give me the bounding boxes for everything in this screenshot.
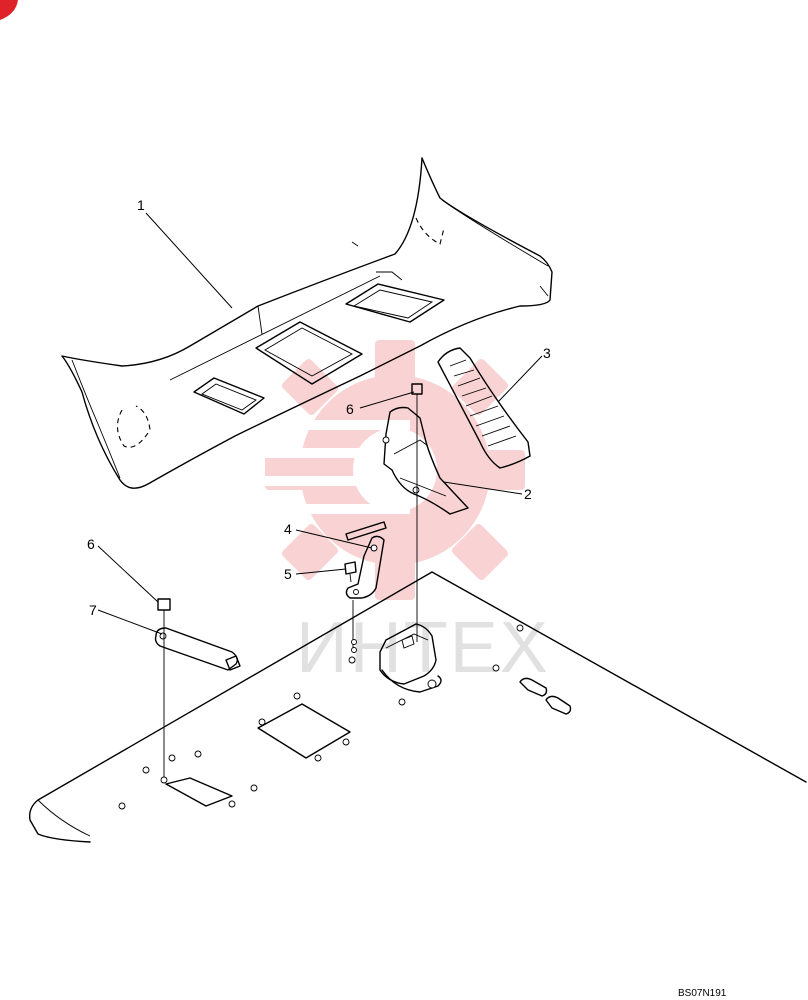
callout-leaders <box>97 212 543 635</box>
drawing-code: BS07N191 <box>678 988 727 999</box>
floor-plate <box>28 571 807 843</box>
corner-tab <box>0 0 18 20</box>
floor-cover-part-1 <box>61 157 553 489</box>
bolt-part-5 <box>344 561 357 583</box>
pedal-bracket-part-2 <box>382 406 469 515</box>
watermark-text: ИНТЕХ <box>296 608 550 688</box>
callout-4: 4 <box>284 521 292 537</box>
bolt-part-6-lower <box>157 598 171 618</box>
callout-3: 3 <box>543 345 551 361</box>
link-rod-part-7 <box>154 627 241 671</box>
callout-6-upper: 6 <box>346 401 354 417</box>
callout-1: 1 <box>137 197 145 213</box>
callout-2: 2 <box>524 486 532 502</box>
callout-5: 5 <box>284 566 292 582</box>
callout-6-lower: 6 <box>87 536 95 552</box>
pin-bracket-part-4 <box>345 521 387 599</box>
accelerator-pedal-part-3 <box>437 347 531 469</box>
bolt-part-6-upper <box>411 383 423 402</box>
callout-7: 7 <box>89 602 97 618</box>
switch-block <box>379 623 442 693</box>
